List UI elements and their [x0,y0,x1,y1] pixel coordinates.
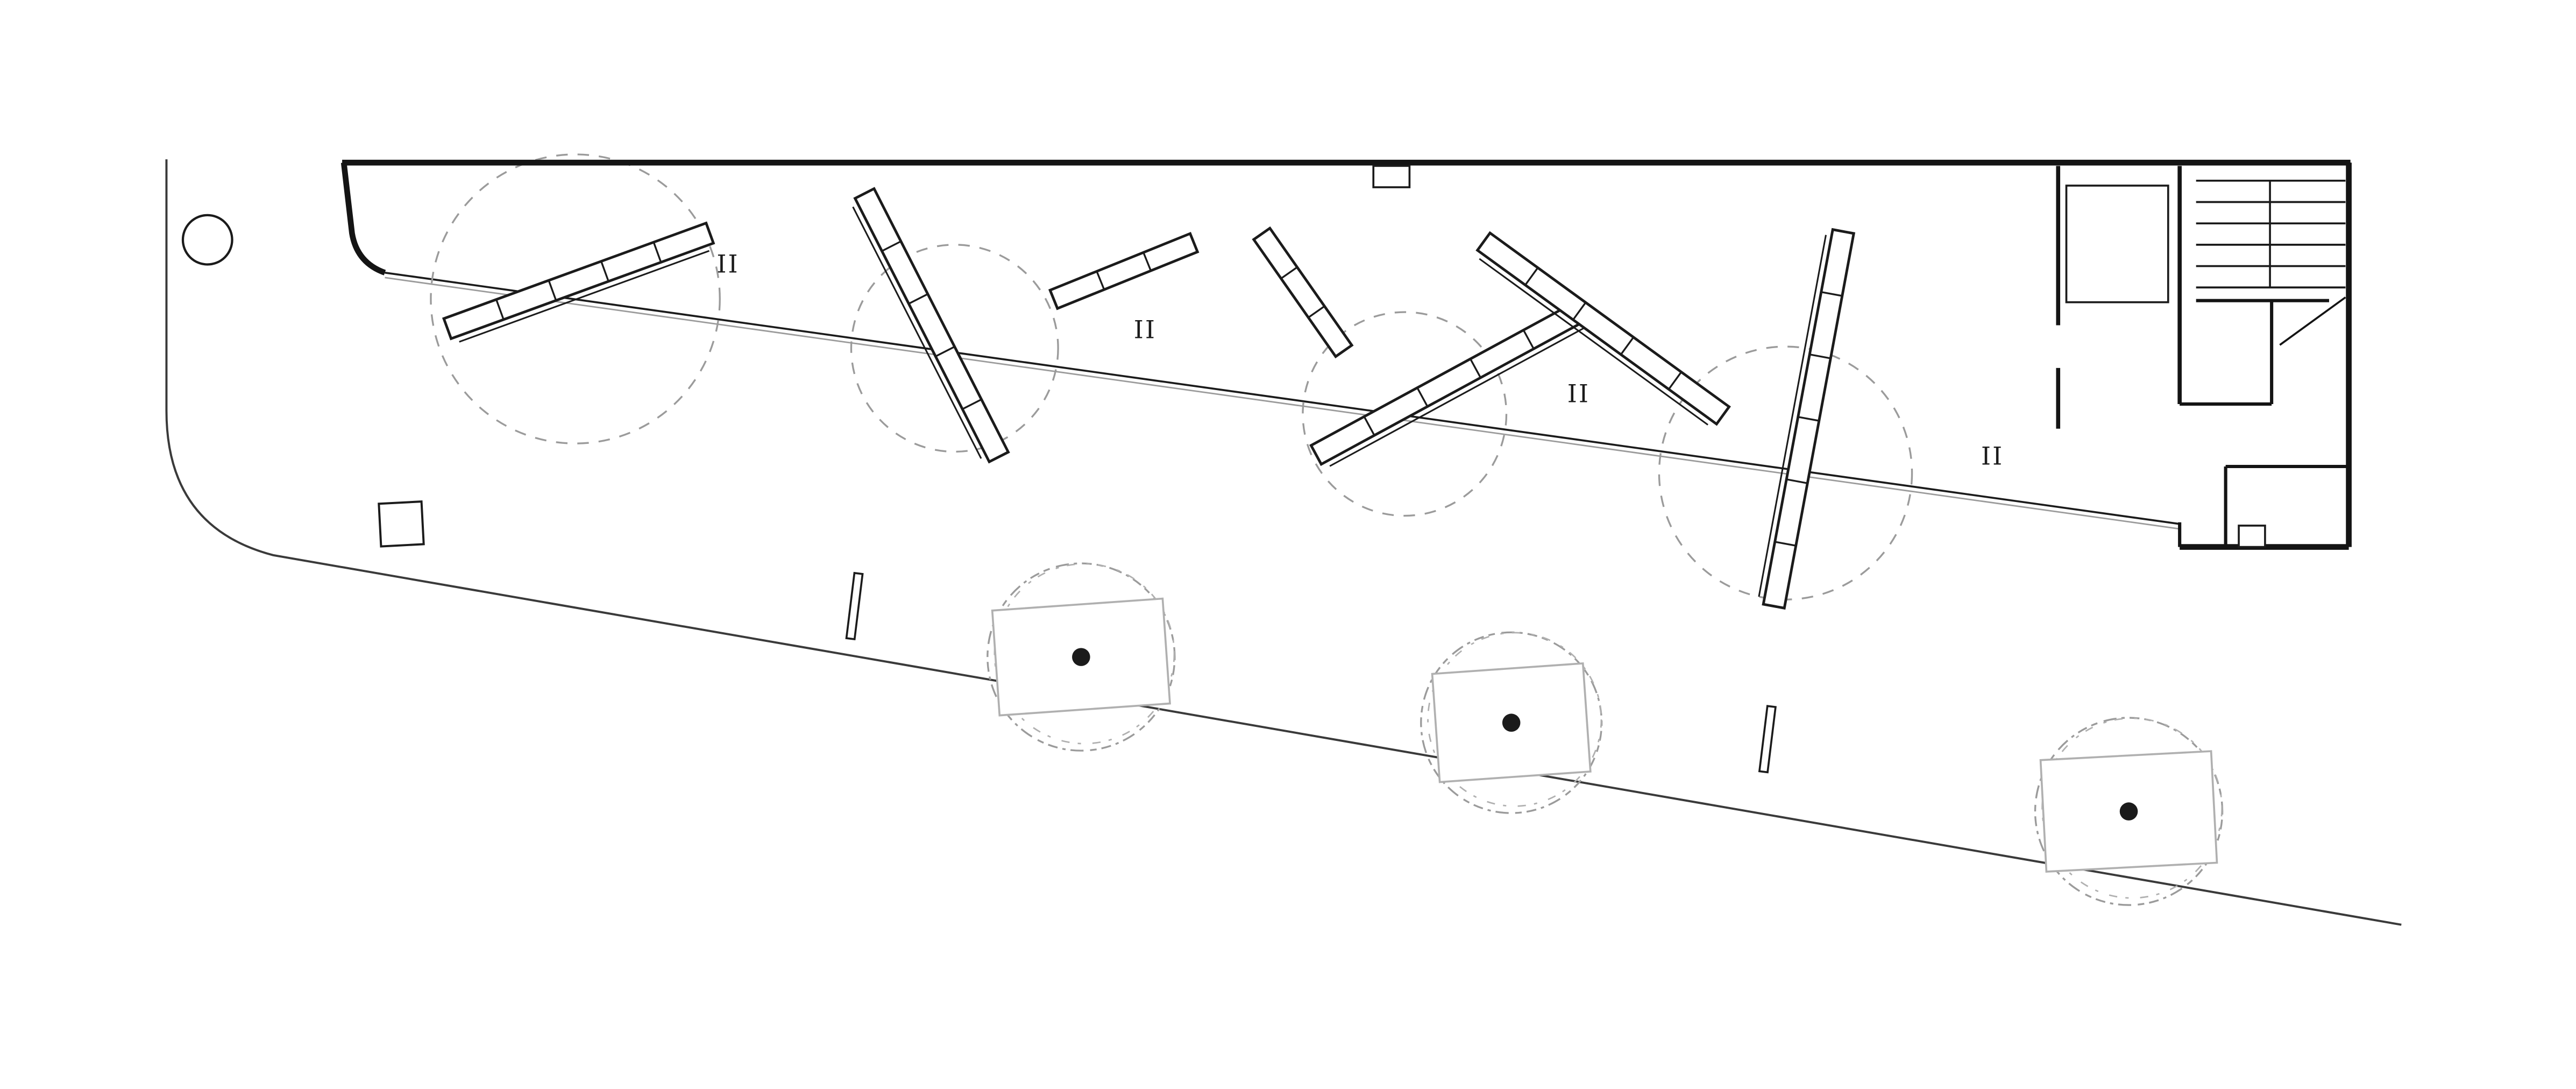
bench-divider [600,261,609,282]
bench-divider [962,398,982,410]
tree-canopy-circle [850,244,1059,453]
top-wall-notch [1372,165,1411,188]
bench [1252,226,1354,359]
bench-divider [1308,305,1325,319]
bench-divider [908,293,928,305]
bench-divider [1524,267,1539,286]
column-marker-label: II [1567,379,1590,408]
bench-divider [1470,358,1481,378]
bench [1309,299,1589,467]
tree-canopy-scalloped-inner [1427,632,1602,807]
tree-trunk-dot [1072,648,1090,666]
site-boundary-line [165,159,2402,926]
bench-backrest-line [459,250,710,343]
stair-run [2196,179,2346,289]
bench [1048,231,1200,310]
bench [442,221,715,343]
glass-facade-line-2 [385,277,2180,530]
column-marker-label: II [1134,315,1156,344]
bench [1475,231,1731,426]
bench [852,187,1010,464]
tree-trunk-dot [1502,713,1521,732]
interior-wall [2279,296,2346,346]
bench-divider [1416,387,1429,407]
bench-divider [1572,302,1587,321]
bench-seat [1475,231,1731,426]
glass-facade-line [385,271,2180,525]
planter-tree [1420,631,1603,814]
bench-seat [1048,231,1200,310]
planter-tree [987,562,1176,752]
tree-canopy-circle [430,153,721,444]
bench-divider [1775,541,1797,547]
bench [1758,228,1856,610]
column-marker-label: II [1981,442,2004,471]
bench-seat [442,221,715,341]
bollard [1758,705,1777,774]
bench-divider [1821,291,1843,297]
building-left-wall [340,162,386,275]
bench-backrest-line [852,206,982,459]
bench-seat [1252,226,1354,359]
bench-backrest-line [1329,327,1585,467]
bottom-wall-notch [2238,525,2266,548]
closet-room [2065,185,2169,303]
bench-backrest-line [1758,235,1827,597]
tree-trunk-dot [2119,802,2138,821]
bench-divider [1798,416,1820,422]
bench-seat [853,187,1010,464]
bench-divider [495,299,505,320]
bench-divider [1280,266,1298,280]
bench-divider [1809,353,1831,359]
utility-pad-square [378,500,425,548]
bench-divider [548,280,557,301]
bench-divider [881,241,902,252]
bollard [845,571,864,641]
bench-divider [1142,252,1152,271]
entry-circle [181,214,233,266]
bench-backrest-line [1479,258,1708,426]
bench-divider [1667,371,1683,390]
bench-divider [652,242,662,263]
planter-tree [2034,717,2224,906]
column-marker-label: II [716,250,739,279]
bench-divider [1522,329,1535,350]
bench-divider [1096,271,1105,290]
bench-divider [1620,336,1635,355]
bench-divider [1786,478,1808,484]
bench-divider [935,345,955,357]
bench-divider [1363,416,1375,436]
